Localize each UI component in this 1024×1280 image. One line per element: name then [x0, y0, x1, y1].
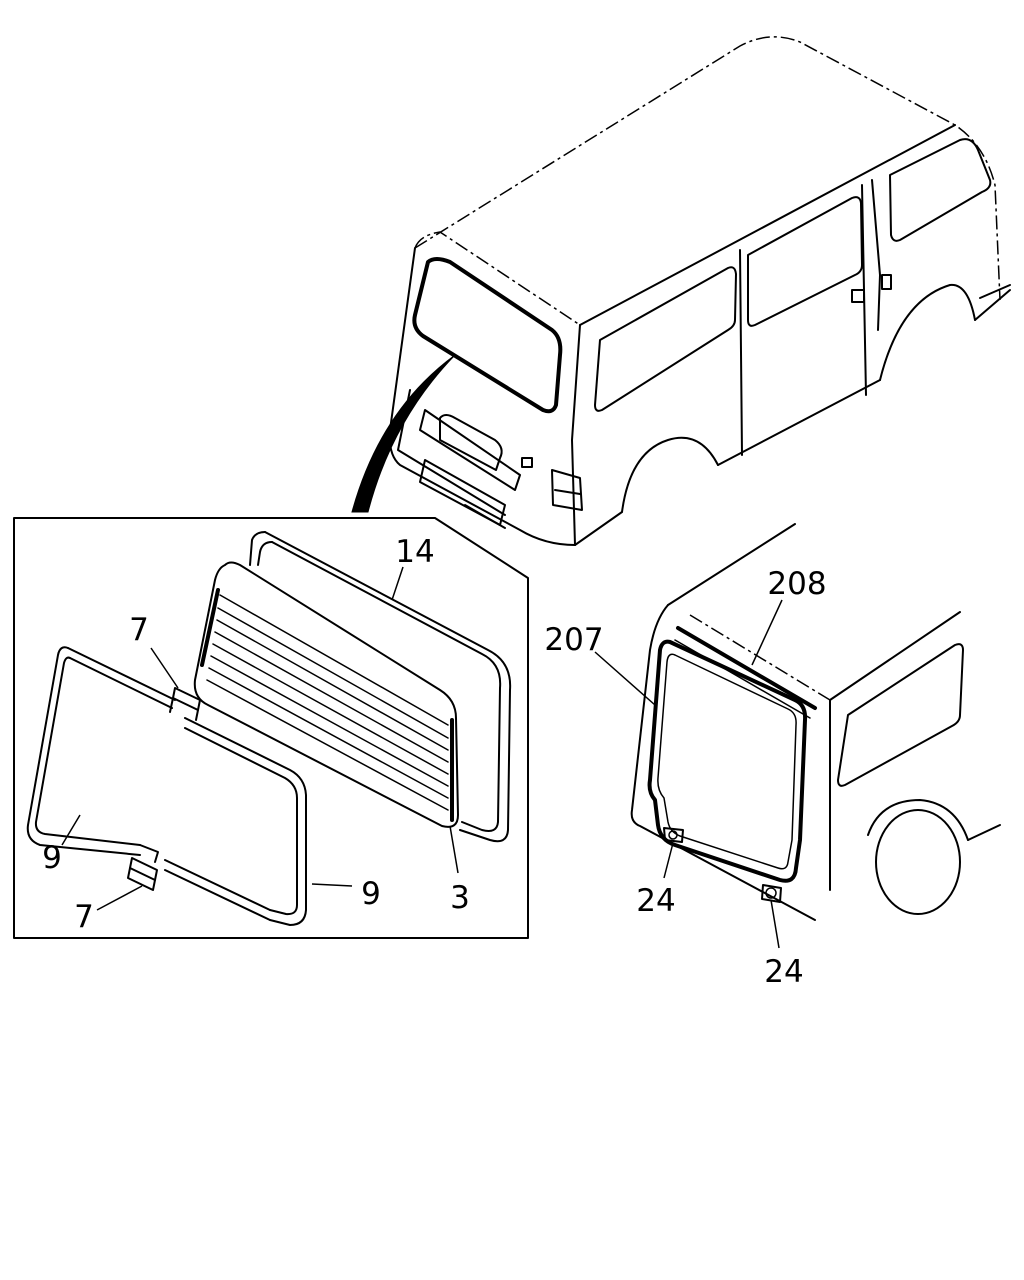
callout-24-lower: 24 [764, 954, 803, 990]
leader-14 [391, 566, 404, 601]
leader-9-right [311, 883, 353, 887]
leader-24-upper [663, 842, 674, 879]
callout-pointer-arrow [351, 354, 456, 513]
detail-frame [13, 517, 529, 939]
leader-3 [449, 825, 459, 874]
callout-3: 3 [450, 880, 470, 916]
callout-24-upper: 24 [636, 883, 675, 919]
callout-9-right: 9 [361, 876, 381, 912]
callout-14: 14 [395, 534, 434, 570]
clip-7-lower [127, 857, 158, 891]
clip-7-upper [169, 687, 201, 721]
callout-207: 207 [544, 622, 603, 658]
weatherstrip-9 [26, 646, 307, 926]
van-top-illustration [388, 36, 1011, 546]
van-rear-illustration [630, 523, 1001, 921]
leader-24-lower [770, 899, 780, 949]
leader-7-upper [150, 647, 179, 689]
leader-9-left [61, 814, 81, 846]
callout-7-upper: 7 [129, 612, 149, 648]
leader-208 [751, 599, 783, 666]
callout-7-lower: 7 [74, 899, 94, 935]
callout-9-left: 9 [42, 840, 62, 876]
leader-7-lower [96, 885, 143, 911]
molding-14 [249, 531, 512, 843]
callout-208: 208 [767, 566, 826, 602]
glass-3 [193, 561, 459, 828]
leader-207 [594, 651, 656, 706]
